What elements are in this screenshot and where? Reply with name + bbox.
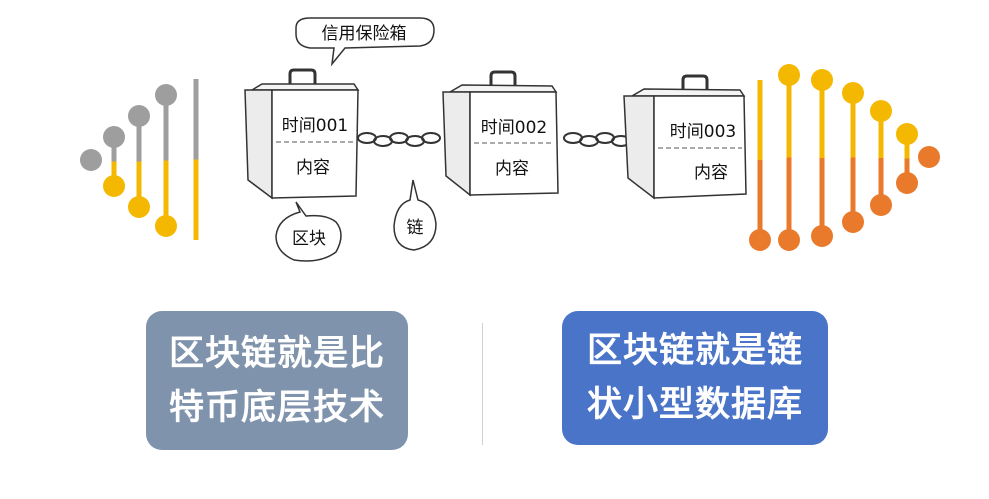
block-3: 时间003 内容 — [623, 74, 747, 200]
chain-link-1 — [357, 132, 441, 147]
helix-left-dot-top-2 — [128, 105, 150, 127]
callout-chain: 链 — [393, 179, 437, 251]
block-3-time: 时间003 — [670, 122, 736, 142]
left-helix-decoration — [80, 79, 199, 240]
helix-left-dot-bottom-1 — [103, 175, 125, 197]
panel-divider — [482, 323, 483, 445]
helix-right-dot-bottom-2 — [811, 225, 833, 247]
panel-right-line-1: 区块链就是链 — [586, 331, 803, 371]
block-2: 时间002 内容 — [442, 70, 559, 197]
helix-right-dot-top-5 — [896, 123, 918, 145]
helix-left-dot-top-1 — [103, 126, 125, 148]
helix-right-dot-bottom-0 — [749, 229, 771, 251]
helix-right-dot-bottom-4 — [870, 194, 892, 216]
callout-chain-text: 链 — [407, 218, 424, 238]
helix-right-dot-bottom-5 — [896, 172, 918, 194]
helix-right-dot-top-3 — [842, 82, 864, 104]
callout-safe: 信用保险箱 — [295, 17, 435, 67]
helix-left-dot-0 — [80, 149, 102, 171]
panel-left-line-2: 特币底层技术 — [168, 387, 385, 428]
helix-right-dot-top-1 — [778, 64, 800, 86]
block-1-content: 内容 — [296, 158, 330, 178]
block-1-time: 时间001 — [282, 116, 348, 136]
block-2-time: 时间002 — [481, 118, 547, 138]
block-3-content: 内容 — [694, 163, 728, 183]
right-helix-decoration — [749, 64, 940, 251]
callout-safe-text: 信用保险箱 — [322, 24, 407, 44]
callout-block: 区块 — [275, 201, 342, 262]
helix-left-dot-bottom-2 — [128, 196, 150, 218]
block-2-content: 内容 — [495, 159, 529, 179]
helix-left-dot-bottom-3 — [155, 215, 177, 237]
helix-right-dot-top-4 — [870, 100, 892, 122]
helix-right-dot-top-2 — [811, 69, 833, 91]
panel-chain-database: 区块链就是链 状小型数据库 — [562, 311, 828, 445]
panel-right-line-2: 状小型数据库 — [586, 385, 803, 425]
helix-right-dot-bottom-3 — [842, 211, 864, 233]
helix-left-dot-top-3 — [155, 84, 177, 106]
panel-bitcoin-technology: 区块链就是比 特币底层技术 — [146, 311, 408, 450]
panel-left-line-1: 区块链就是比 — [168, 333, 385, 374]
callout-block-text: 区块 — [292, 229, 326, 249]
block-1: 时间001 内容 — [244, 68, 360, 200]
helix-right-dot-bottom-1 — [778, 229, 800, 251]
helix-right-dot-6 — [918, 146, 940, 168]
